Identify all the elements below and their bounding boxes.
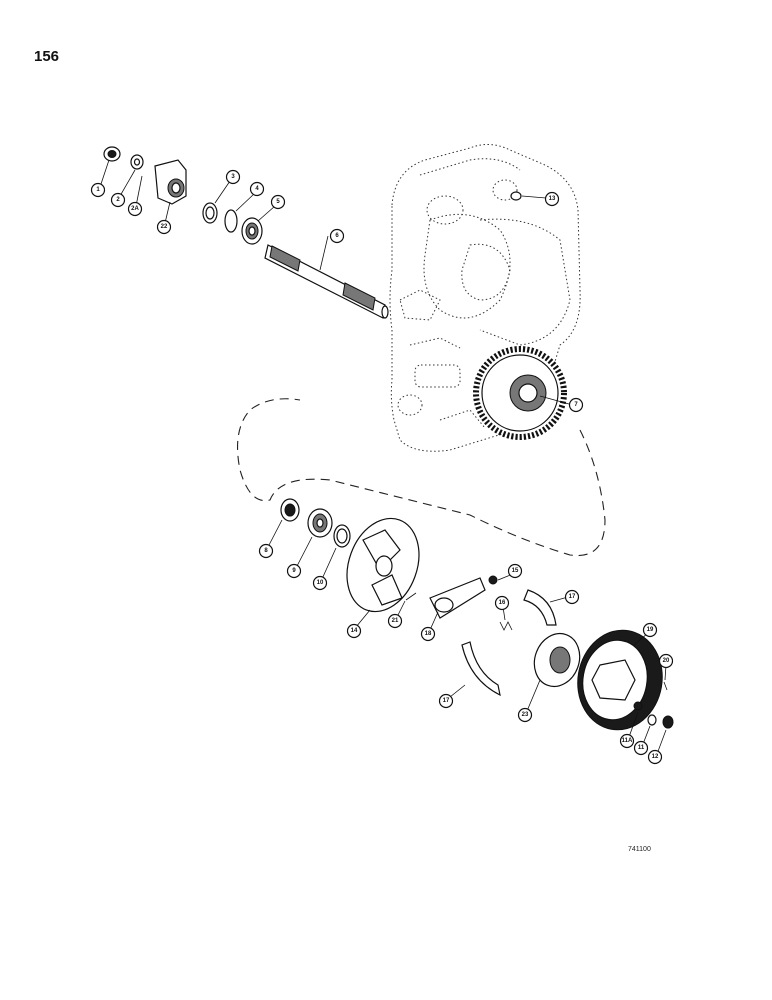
brake-shoe-upper-part [523, 589, 557, 626]
callout-8: 8 [258, 543, 274, 559]
callout-13: 13 [544, 191, 560, 207]
bearing-cone-part [280, 498, 300, 522]
svg-text:17: 17 [569, 594, 576, 600]
callout-18: 18 [420, 626, 436, 642]
svg-text:9: 9 [292, 568, 296, 574]
washer-part [130, 154, 144, 170]
snap-ring-part [224, 209, 238, 233]
svg-text:5: 5 [276, 199, 280, 205]
svg-text:2A: 2A [131, 206, 139, 212]
callout-21: 21 [387, 613, 403, 629]
svg-text:13: 13 [549, 196, 556, 202]
output-shaft-part [264, 244, 389, 319]
drum-nut-part [662, 715, 674, 729]
svg-text:11: 11 [638, 745, 645, 751]
callout-11: 11 [633, 740, 649, 756]
spreader-part [533, 632, 581, 688]
callout-19: 19 [642, 622, 658, 638]
callout-2: 2 [110, 192, 126, 208]
bearing-part [241, 217, 263, 245]
callout-5: 5 [270, 194, 286, 210]
svg-text:21: 21 [392, 618, 399, 624]
svg-text:18: 18 [425, 631, 432, 637]
svg-text:15: 15 [512, 568, 519, 574]
backing-plate-part [346, 517, 420, 613]
svg-text:1: 1 [96, 187, 100, 193]
drum-washer-part [647, 714, 657, 726]
svg-text:11A: 11A [622, 738, 633, 744]
spring-part [499, 621, 513, 631]
svg-text:2: 2 [116, 197, 120, 203]
callout-3: 3 [225, 169, 241, 185]
callout-20: 20 [658, 653, 674, 669]
callout-2a: 2A [127, 201, 143, 217]
seal-ring-part [333, 524, 351, 548]
callout-15: 15 [507, 563, 523, 579]
ball-bearing-part [307, 508, 333, 538]
callout-17-lower: 17 [438, 693, 454, 709]
svg-text:8: 8 [264, 548, 268, 554]
svg-text:6: 6 [335, 233, 339, 239]
svg-text:7: 7 [574, 402, 578, 408]
lever-nut-part [488, 575, 498, 585]
svg-text:16: 16 [499, 600, 506, 606]
svg-text:10: 10 [317, 580, 324, 586]
callout-7: 7 [568, 397, 584, 413]
callout-12: 12 [647, 749, 663, 765]
svg-text:17: 17 [443, 698, 450, 704]
callout-6: 6 [329, 228, 345, 244]
drawing-number: 741100 [628, 846, 651, 853]
callout-16: 16 [494, 595, 510, 611]
actuating-lever-part [429, 577, 486, 619]
seal-part [202, 202, 218, 224]
callout-4: 4 [249, 181, 265, 197]
svg-text:12: 12 [652, 754, 659, 760]
callout-14: 14 [346, 623, 362, 639]
callout-17-upper: 17 [564, 589, 580, 605]
svg-text:3: 3 [231, 174, 235, 180]
page-number: 156 [34, 48, 60, 65]
plug-part [510, 191, 522, 201]
svg-text:23: 23 [522, 712, 529, 718]
gear-part [473, 346, 567, 440]
svg-text:20: 20 [663, 658, 670, 664]
cotter-pin-part [663, 681, 668, 691]
callout-10: 10 [312, 575, 328, 591]
svg-text:22: 22 [161, 224, 168, 230]
nut-part [103, 146, 121, 162]
assembly-path-line [237, 398, 606, 557]
brake-shoe-lower-part [461, 641, 501, 697]
callout-22: 22 [156, 219, 172, 235]
callout-23: 23 [517, 707, 533, 723]
svg-text:19: 19 [647, 627, 654, 633]
callout-11a: 11A [619, 733, 635, 749]
callout-9: 9 [286, 563, 302, 579]
flange-yoke-part [154, 159, 187, 205]
svg-text:4: 4 [255, 186, 259, 192]
brake-drum-part [577, 629, 663, 731]
svg-text:14: 14 [351, 628, 358, 634]
callout-1: 1 [90, 182, 106, 198]
pin-part [405, 592, 417, 601]
